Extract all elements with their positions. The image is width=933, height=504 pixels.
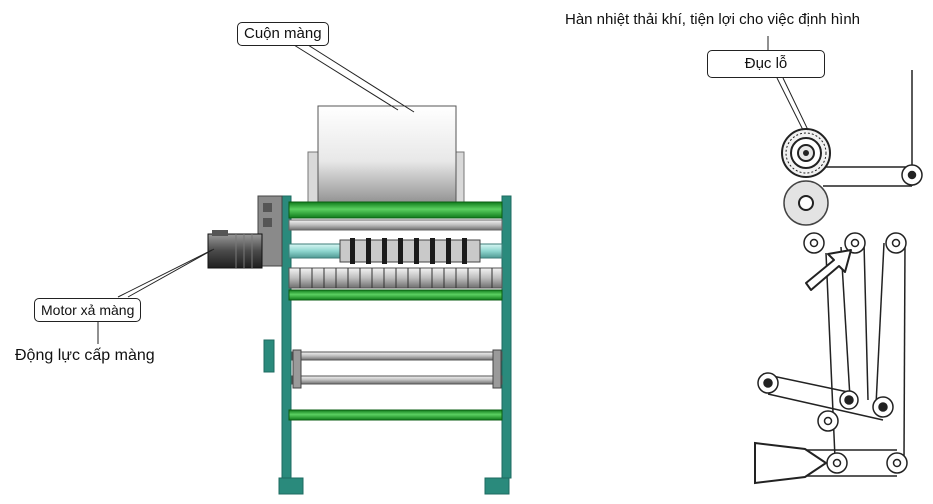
motor-label: Motor xả màng [34,298,142,322]
right-leader-lines [767,36,809,131]
power-feed-label: Động lực cấp màng [15,347,155,364]
heat-seal-label: Hàn nhiệt thải khí, tiện lợi cho việc đị… [565,11,861,28]
lower-rollers [288,349,503,421]
upper-green-roller [288,201,503,231]
guide-rollers [757,164,923,474]
left-leader-lines [97,44,415,344]
heat-seal-roller [783,180,829,226]
slitting-roller [288,238,503,264]
perforation-roller [781,128,831,178]
film-path [762,70,913,477]
film-roll-label: Cuộn màng [237,22,329,46]
arrow-icon [805,249,852,291]
perforation-label: Đục lỗ [707,50,825,78]
motor [207,230,263,269]
machine-frame [257,195,512,495]
bag-former [754,441,828,485]
ribbed-roller [288,267,503,301]
film-roll [307,105,465,207]
